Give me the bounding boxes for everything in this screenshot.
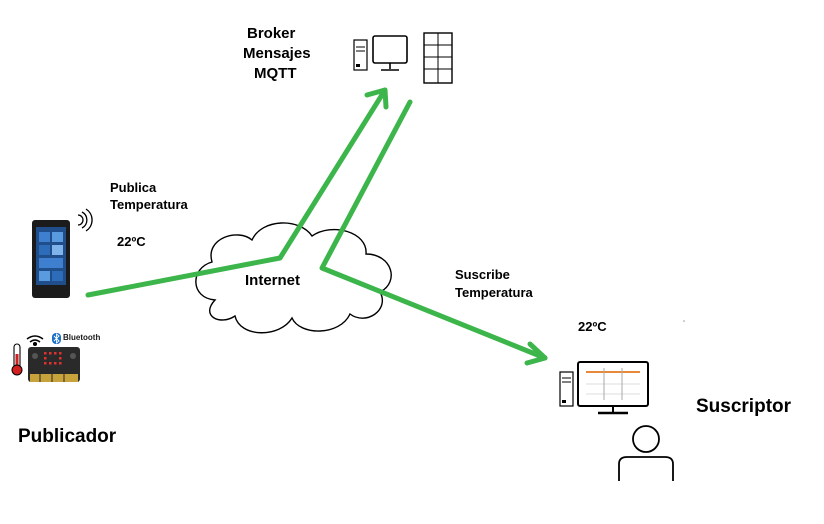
subscribe-arrow <box>319 99 548 366</box>
publish-temperature: 22ºC <box>117 234 146 249</box>
subscribe-label-line1: Suscribe <box>455 267 510 282</box>
subscriber-label: Suscriptor <box>696 396 792 417</box>
server-icon <box>353 39 368 71</box>
wifi-icon <box>26 335 44 347</box>
internet-label: Internet <box>245 272 301 289</box>
monitor-icon <box>372 35 408 71</box>
smartphone-icon <box>32 220 70 298</box>
broker-label-line2: Mensajes <box>243 45 311 62</box>
wifi-icon <box>77 208 93 232</box>
computer-icon <box>559 361 649 415</box>
server-rack-icon <box>423 32 453 84</box>
publisher-label: Publicador <box>18 426 117 447</box>
subscribe-temperature: 22ºC <box>578 319 607 334</box>
publish-label-line2: Temperatura <box>110 197 188 212</box>
cloud-icon <box>195 222 392 334</box>
broker-label-line1: Broker <box>247 25 296 42</box>
user-icon <box>618 425 674 481</box>
broker-label-line3: MQTT <box>254 65 297 82</box>
thermometer-icon <box>11 343 23 376</box>
bluetooth-label: Bluetooth <box>63 333 101 342</box>
publish-label-line1: Publica <box>110 180 157 195</box>
bluetooth-icon <box>52 333 61 344</box>
subscribe-label-line2: Temperatura <box>455 285 533 300</box>
publish-arrow <box>85 87 389 298</box>
microbit-icon <box>28 347 80 382</box>
